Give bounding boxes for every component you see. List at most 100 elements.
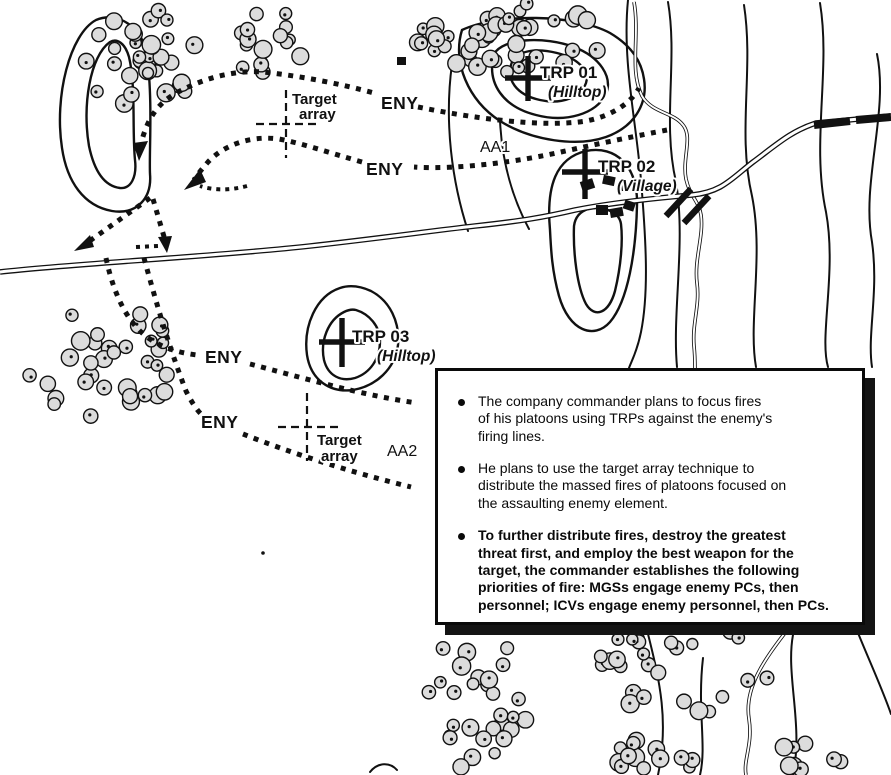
village-contour-outer: [548, 148, 639, 333]
tree-puff: [132, 50, 147, 64]
contour-bottom-3: [790, 629, 798, 775]
contour-right-3: [819, 2, 831, 368]
trp03-label: TRP 03: [352, 327, 409, 346]
tree-puff: [650, 664, 667, 681]
tree-speck: [489, 58, 494, 62]
tree-speck: [259, 61, 263, 65]
tree-puff: [156, 83, 176, 103]
building: [602, 174, 616, 187]
attack-triangle-right-leg: [150, 198, 168, 241]
tree-puff: [442, 730, 458, 746]
aa2-lower-arc-right: [242, 431, 412, 490]
target-array-label-2: Target array: [317, 432, 366, 465]
tree-puff: [463, 748, 482, 767]
tree-speck: [515, 699, 519, 703]
tree-speck: [449, 737, 454, 741]
tree-puff: [461, 718, 480, 737]
trp03-terrain-label: (Hilltop): [377, 348, 436, 365]
tree-speck: [629, 688, 634, 692]
contour-bottom-2: [699, 657, 704, 775]
tree-puff: [421, 684, 437, 700]
tree-puff: [663, 635, 679, 651]
tree-puff: [577, 10, 597, 30]
tree-speck: [247, 37, 252, 41]
tree-clusters: [22, 0, 849, 775]
target-array-label-1: Target array: [292, 91, 341, 123]
tree-puff: [22, 368, 37, 383]
tree-puff: [626, 633, 639, 646]
tree-puff: [172, 73, 191, 93]
road: [0, 113, 891, 275]
arrowhead: [158, 236, 172, 253]
tree-puff: [519, 0, 534, 11]
tree-speck: [690, 756, 694, 760]
tree-speck: [84, 60, 88, 65]
aa2-label: AA2: [387, 443, 417, 460]
tree-speck: [191, 42, 195, 46]
trp03-marker-cross: [319, 318, 365, 367]
tree-puff: [291, 47, 310, 66]
tree-speck: [483, 737, 487, 742]
tree-puff: [47, 397, 62, 412]
tree-speck: [798, 766, 802, 770]
river: [632, 1, 790, 775]
tree-speck: [534, 55, 539, 60]
tree-puff: [608, 650, 626, 669]
tree-puff: [158, 366, 175, 383]
tree-puff: [507, 34, 526, 54]
tree-puff: [106, 56, 122, 72]
tree-speck: [467, 650, 471, 654]
arrowhead: [133, 141, 148, 161]
tree-puff: [511, 691, 526, 707]
aa1-lower-arc-left: [191, 135, 363, 182]
eny-label-aa1-upper: ENY: [381, 93, 418, 113]
tree-speck: [165, 35, 170, 40]
tree-puff: [433, 675, 447, 689]
tree-puff: [452, 758, 470, 775]
tree-puff: [447, 53, 466, 73]
tree-speck: [553, 18, 557, 22]
tree-speck: [484, 18, 488, 23]
info-box-bullet: To further distribute fires, destroy the…: [458, 527, 850, 614]
tree-speck: [646, 662, 650, 666]
tree-speck: [830, 756, 834, 760]
tree-puff: [104, 12, 124, 31]
village-contour-inner: [572, 206, 623, 314]
west-hill-inner: [85, 39, 137, 190]
tree-speck: [420, 41, 425, 45]
tree-speck: [148, 57, 152, 61]
tree-puff: [90, 327, 105, 343]
tree-speck: [729, 629, 733, 633]
tree-puff: [137, 387, 153, 403]
tree-puff: [120, 66, 139, 85]
tree-speck: [737, 636, 741, 640]
river-upper-fill: [633, 1, 703, 369]
tree-speck: [439, 648, 444, 652]
tree-puff: [65, 308, 79, 323]
road-heavy-segment-2: [855, 113, 891, 124]
tree-speck: [245, 28, 250, 32]
tree-puff: [479, 670, 499, 689]
bullet-icon: [458, 533, 465, 541]
bullet-icon: [458, 399, 465, 406]
building: [596, 205, 608, 215]
tree-speck: [517, 64, 521, 69]
tree-puff: [91, 27, 107, 43]
tree-puff: [118, 339, 134, 355]
aa1-upper-arc-right: [417, 86, 642, 126]
tree-speck: [469, 754, 473, 758]
tree-puff: [593, 649, 608, 664]
tree-puff: [253, 39, 273, 59]
tree-puff: [77, 373, 95, 391]
tree-speck: [487, 676, 491, 680]
tree-speck: [82, 380, 86, 384]
tree-speck: [125, 346, 129, 350]
tree-puff: [689, 701, 709, 721]
tree-puff: [132, 306, 149, 323]
tree-puff: [636, 760, 652, 775]
tree-speck: [148, 19, 152, 23]
aa2-upper-arc-left: [103, 257, 198, 358]
tree-puff: [70, 330, 91, 351]
tree-speck: [679, 755, 683, 759]
